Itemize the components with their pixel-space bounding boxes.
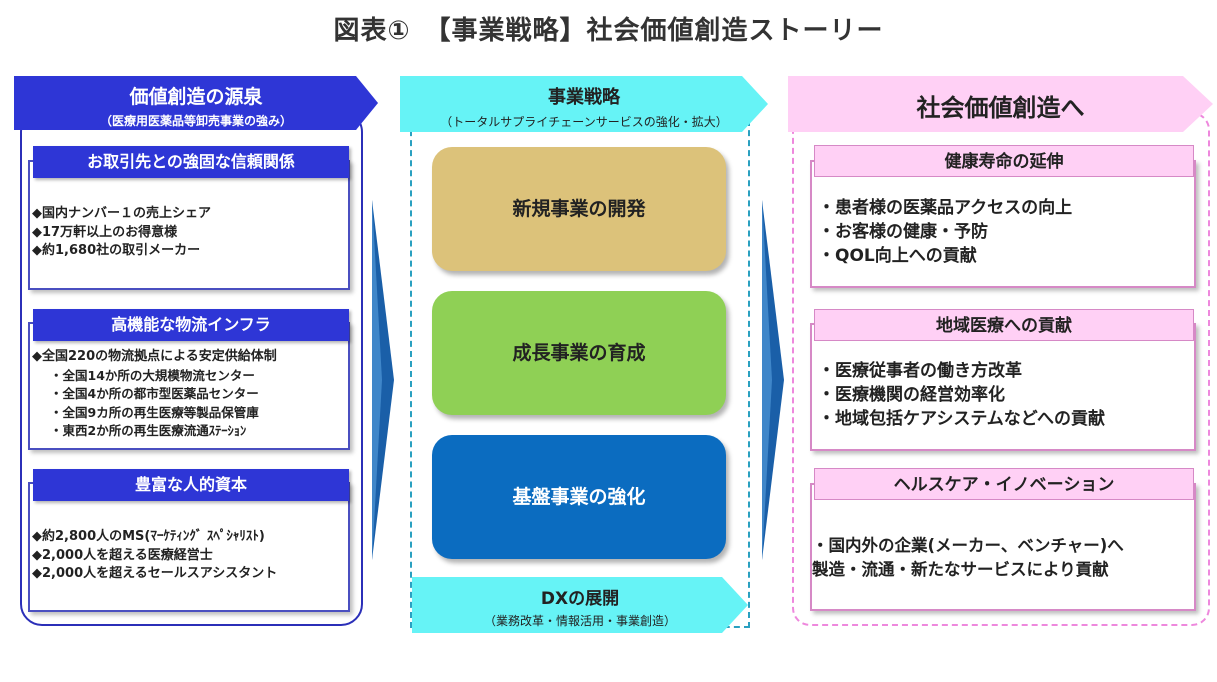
value-box-healthcare-innovation-title: ヘルスケア・イノベーション [814, 468, 1194, 500]
left-column-header: 価値創造の源泉 （医療用医薬品等卸売事業の強み） [14, 76, 378, 130]
list-item: ・地域包括ケアシステムなどへの貢献 [818, 409, 1105, 429]
strategy-new-business: 新規事業の開発 [432, 147, 726, 271]
list-item: ◆約1,680社の取引メーカー [32, 243, 201, 258]
source-box-trust-title: お取引先との強固な信頼関係 [33, 146, 349, 178]
dx-banner: DXの展開 （業務改革・情報活用・事業創造） [412, 577, 748, 633]
value-box-healthcare-innovation-items: ・国内外の企業(メーカー、ベンチャー)へ 製造・流通・新たなサービスにより貢献 [812, 534, 1196, 582]
list-item: 製造・流通・新たなサービスにより貢献 [812, 560, 1109, 579]
source-box-trust [28, 160, 350, 290]
strategy-growth-business: 成長事業の育成 [432, 291, 726, 415]
list-item: ・QOL向上への貢献 [818, 246, 977, 266]
list-item: ・医療機関の経営効率化 [818, 385, 1005, 405]
right-header-title: 社会価値創造へ [916, 94, 1085, 122]
value-box-healthy-life-items: ・患者様の医薬品アクセスの向上 ・お客様の健康・予防 ・QOL向上への貢献 [818, 196, 1188, 268]
flow-arrow-left [372, 200, 394, 560]
list-item: ◆全国220の物流拠点による安定供給体制 [32, 349, 277, 364]
center-header-subtitle: （トータルサプライチェーンサービスの強化・拡大） [440, 115, 728, 129]
flow-arrow-right [762, 200, 784, 560]
source-box-trust-items: ◆国内ナンバー１の売上シェア ◆17万軒以上のお得意様 ◆約1,680社の取引メ… [32, 205, 347, 261]
left-header-subtitle: （医療用医薬品等卸売事業の強み） [99, 114, 292, 128]
source-box-human-capital-items: ◆約2,800人のMS(ﾏｰｹﾃｨﾝｸﾞ ｽﾍﾟｼｬﾘｽﾄ) ◆2,000人を超… [32, 528, 350, 584]
center-column-header: 事業戦略 （トータルサプライチェーンサービスの強化・拡大） [400, 76, 768, 132]
value-box-healthcare-innovation [810, 483, 1196, 611]
center-header-title: 事業戦略 [548, 87, 620, 108]
list-item: ・お客様の健康・予防 [818, 222, 988, 242]
strategy-core-business: 基盤事業の強化 [432, 435, 726, 559]
list-item: ・全国4か所の都市型医薬品センター [50, 386, 259, 401]
list-item: ◆国内ナンバー１の売上シェア [32, 206, 211, 221]
value-box-regional-medicine-title: 地域医療への貢献 [814, 309, 1194, 341]
page-title: 図表① 【事業戦略】社会価値創造ストーリー [333, 16, 884, 46]
value-box-regional-medicine-items: ・医療従事者の働き方改革 ・医療機関の経営効率化 ・地域包括ケアシステムなどへの… [818, 359, 1194, 431]
list-item: ・国内外の企業(メーカー、ベンチャー)へ [812, 536, 1124, 555]
value-box-healthy-life [810, 160, 1196, 288]
right-column-header: 社会価値創造へ [788, 76, 1213, 132]
value-box-healthy-life-title: 健康寿命の延伸 [814, 145, 1194, 177]
left-header-title: 価値創造の源泉 [129, 86, 263, 108]
source-box-human-capital [28, 482, 350, 612]
list-item: ◆2,000人を超える医療経営士 [32, 547, 213, 563]
source-box-logistics-items: ◆全国220の物流拠点による安定供給体制 ・全国14か所の大規模物流センター ・… [32, 348, 350, 441]
list-item: ・患者様の医薬品アクセスの向上 [818, 198, 1073, 218]
list-item: ◆2,000人を超えるセールスアシスタント [32, 566, 278, 581]
source-box-logistics [28, 322, 350, 450]
source-box-human-capital-title: 豊富な人的資本 [33, 469, 349, 501]
dx-title: DXの展開 [540, 589, 620, 609]
list-item: ◆約2,800人のMS(ﾏｰｹﾃｨﾝｸﾞ ｽﾍﾟｼｬﾘｽﾄ) [32, 529, 265, 544]
value-box-regional-medicine [810, 323, 1196, 451]
list-item: ・医療従事者の働き方改革 [818, 361, 1022, 381]
list-item: ・東西2か所の再生医療流通ｽﾃｰｼｮﾝ [50, 423, 247, 438]
list-item: ・全国9カ所の再生医療等製品保管庫 [50, 404, 259, 420]
dx-subtitle: （業務改革・情報活用・事業創造） [483, 614, 676, 628]
source-box-logistics-title: 高機能な物流インフラ [33, 309, 349, 341]
list-item: ・全国14か所の大規模物流センター [50, 367, 255, 383]
list-item: ◆17万軒以上のお得意様 [32, 224, 178, 240]
